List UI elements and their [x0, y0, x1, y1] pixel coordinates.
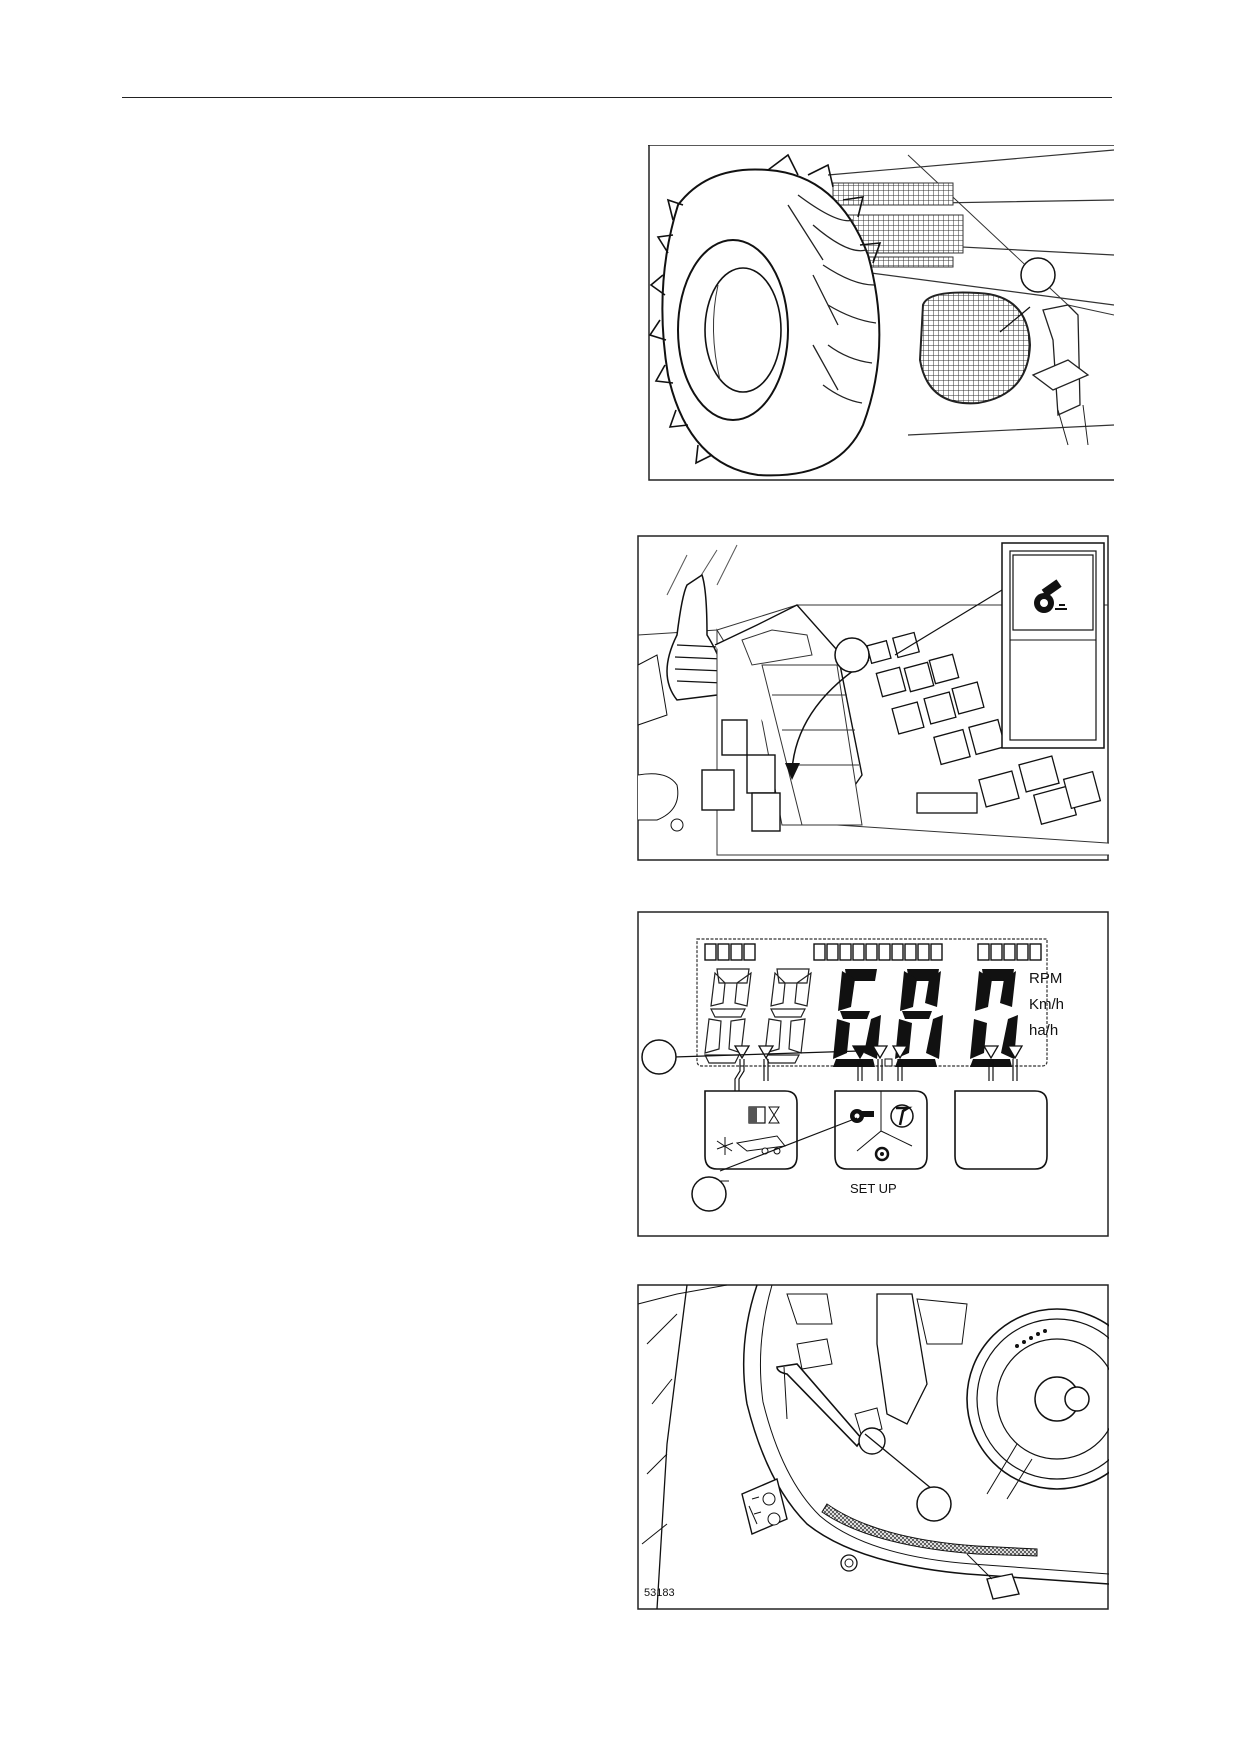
figure-control-console	[637, 535, 1109, 861]
unit-kmh: Km/h	[1029, 996, 1064, 1013]
unit-rpm: RPM	[1029, 970, 1062, 987]
image-number: 53183	[644, 1587, 675, 1599]
mesh-screen	[918, 291, 1032, 405]
digit-readout	[833, 969, 1018, 1067]
callout-circle	[1020, 257, 1056, 293]
setup-label: SET UP	[850, 1181, 897, 1196]
callout-circle	[691, 1176, 727, 1212]
figure-display-panel: RPM Km/h ha/h	[637, 911, 1109, 1237]
callout-circle	[834, 637, 870, 673]
figure-floor-lever: 53183	[637, 1284, 1109, 1610]
decal-icon	[741, 1478, 788, 1535]
callout-circle	[916, 1486, 952, 1522]
header-rule	[122, 97, 1112, 98]
unit-hah: ha/h	[1029, 1022, 1058, 1039]
retract-icon	[1034, 579, 1067, 613]
figure-wheel-screen	[648, 145, 1114, 481]
callout-circle	[641, 1039, 677, 1075]
